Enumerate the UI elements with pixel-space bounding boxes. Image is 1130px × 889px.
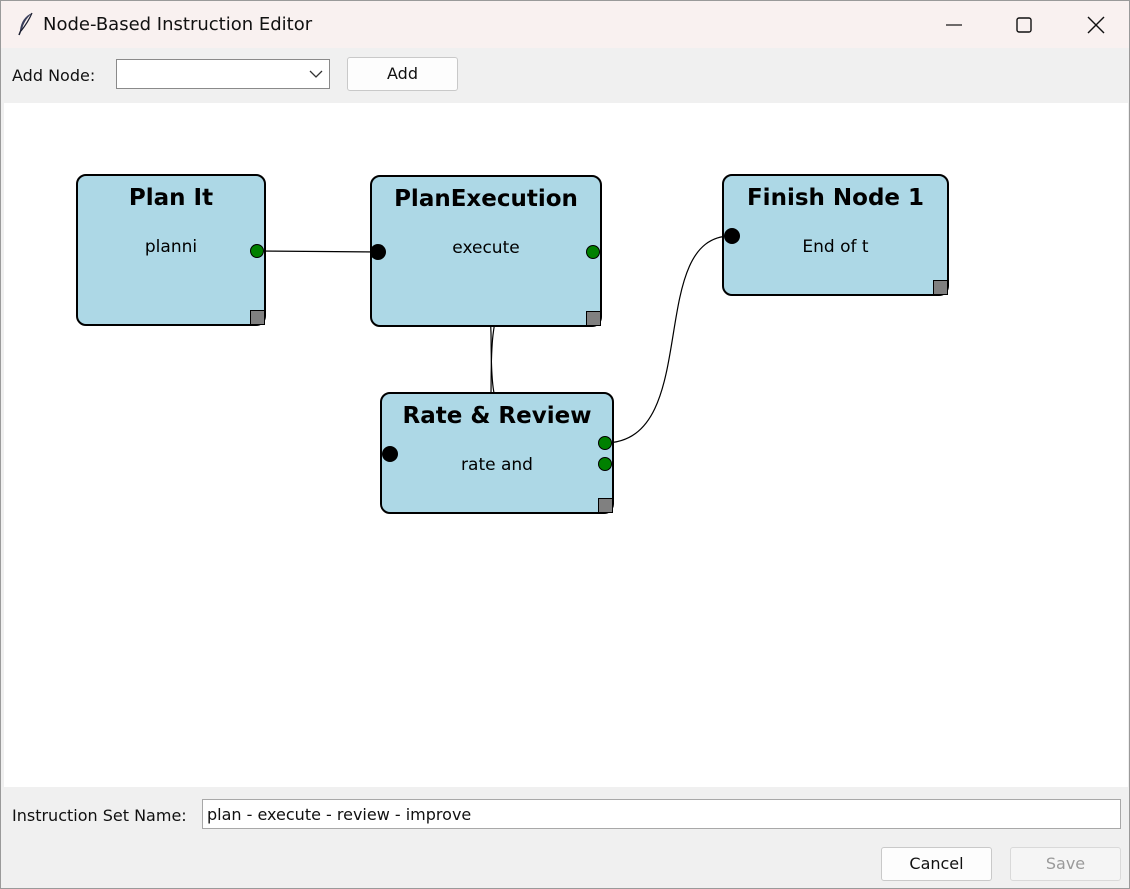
toolbar: Add Node: Add bbox=[1, 48, 1129, 103]
connection-wire[interactable] bbox=[257, 251, 379, 252]
output-port[interactable] bbox=[586, 245, 600, 259]
node-description: execute bbox=[452, 238, 520, 258]
maximize-icon bbox=[1016, 16, 1032, 33]
node-description: End of t bbox=[802, 237, 869, 257]
node-title: PlanExecution bbox=[394, 186, 578, 212]
close-icon bbox=[1087, 16, 1105, 33]
save-button[interactable]: Save bbox=[1010, 847, 1121, 881]
node-title: Plan It bbox=[128, 185, 214, 211]
input-port[interactable] bbox=[382, 446, 398, 462]
close-button[interactable] bbox=[1061, 1, 1129, 48]
output-port[interactable] bbox=[250, 244, 264, 258]
chevron-down-icon bbox=[309, 70, 323, 78]
node-description: planni bbox=[144, 237, 198, 257]
resize-handle[interactable] bbox=[586, 311, 601, 326]
feather-icon bbox=[18, 12, 33, 36]
cancel-button[interactable]: Cancel bbox=[881, 847, 992, 881]
node-rate-review[interactable]: Rate & Review rate and bbox=[380, 392, 614, 514]
resize-handle[interactable] bbox=[933, 280, 948, 295]
add-node-label: Add Node: bbox=[12, 66, 96, 85]
instruction-set-name-input[interactable] bbox=[202, 799, 1121, 829]
node-plan-execution[interactable]: PlanExecution execute bbox=[370, 175, 602, 327]
output-port[interactable] bbox=[598, 457, 612, 471]
node-canvas[interactable]: Plan It planni PlanExecution execute Fin… bbox=[4, 103, 1128, 787]
input-port[interactable] bbox=[724, 228, 740, 244]
node-plan-it[interactable]: Plan It planni bbox=[76, 174, 266, 326]
node-description: rate and bbox=[461, 455, 533, 475]
resize-handle[interactable] bbox=[250, 310, 265, 325]
connection-wire[interactable] bbox=[603, 236, 731, 444]
node-title: Finish Node 1 bbox=[746, 185, 925, 211]
node-finish-node-1[interactable]: Finish Node 1 End of t bbox=[722, 174, 949, 296]
window-title: Node-Based Instruction Editor bbox=[43, 14, 313, 35]
output-port[interactable] bbox=[598, 436, 612, 450]
title-bar[interactable]: Node-Based Instruction Editor bbox=[1, 1, 1129, 48]
resize-handle[interactable] bbox=[598, 498, 613, 513]
input-port[interactable] bbox=[370, 244, 386, 260]
minimize-icon bbox=[946, 23, 962, 26]
node-title: Rate & Review bbox=[402, 403, 592, 429]
node-type-select[interactable] bbox=[116, 59, 330, 89]
maximize-button[interactable] bbox=[989, 1, 1059, 48]
instruction-set-name-label: Instruction Set Name: bbox=[12, 806, 187, 825]
minimize-button[interactable] bbox=[919, 1, 989, 48]
add-button[interactable]: Add bbox=[347, 57, 458, 91]
